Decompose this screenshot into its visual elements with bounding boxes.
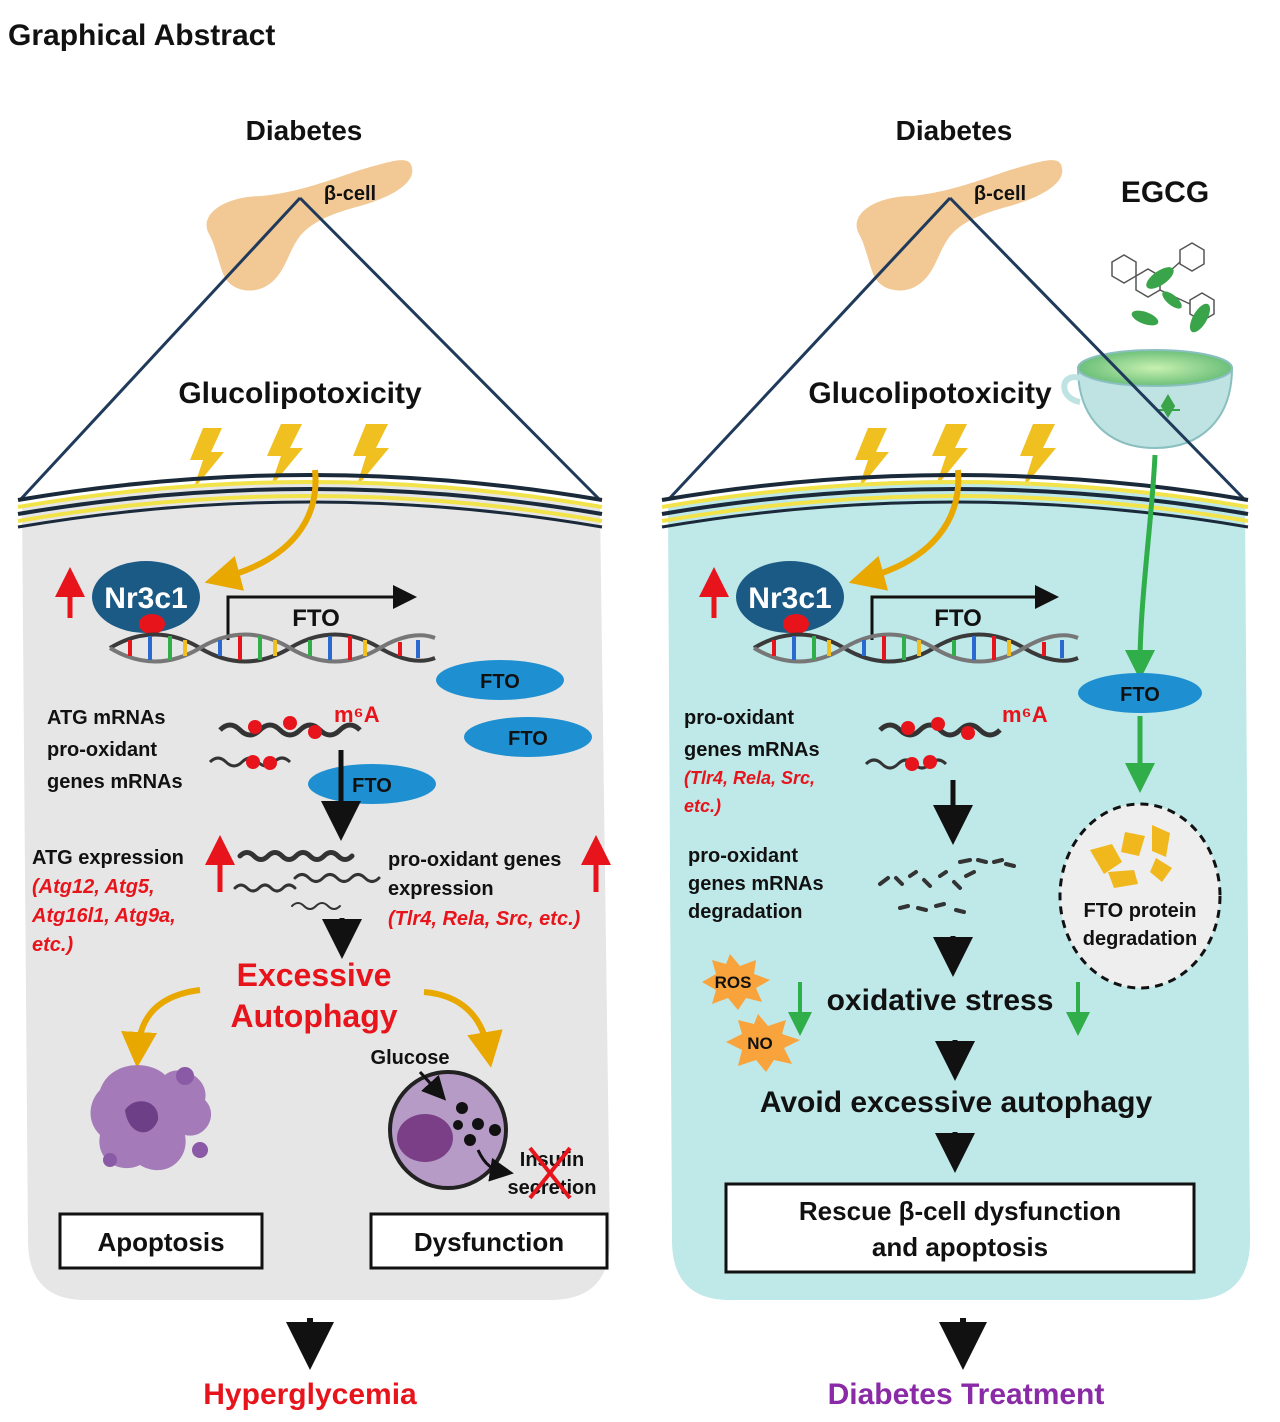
left-fto-protein-label-2: FTO [508,728,548,750]
left-panel: Diabetes β-cell Glucolipotoxicity [17,115,611,1411]
left-membrane [17,473,603,529]
left-dysfunction-box: Dysfunction [414,1227,564,1257]
left-pro-oxidant-expression-1: pro-oxidant genes [388,849,561,871]
left-lightning-icons [190,424,389,490]
left-pancreas-icon [206,160,413,291]
right-m6a-label: m⁶A [1002,702,1048,727]
right-nr3c1-label: Nr3c1 [748,582,831,615]
rescue-label-1: Rescue β-cell dysfunction [799,1196,1121,1226]
left-outcome-hyperglycemia: Hyperglycemia [203,1378,417,1411]
fto-degradation-label-2: degradation [1083,928,1197,950]
right-glucolipotoxicity-label: Glucolipotoxicity [808,377,1052,410]
right-diabetes-label: Diabetes [896,115,1013,146]
right-panel: Diabetes β-cell EGCG Glucolip [661,115,1250,1411]
right-lightning-icons [855,424,1056,490]
left-m6a-label: m⁶A [334,702,380,727]
left-fto-protein-label-1: FTO [480,671,520,693]
right-nr3c1-protein [736,561,844,633]
left-pro-oxidant-expression-2: expression [388,878,494,900]
ros-label: ROS [715,973,752,992]
tea-leaves-icon [1131,267,1211,333]
fto-degradation-label-1: FTO protein [1084,900,1197,922]
right-mrna-label-2: genes mRNAs [684,739,820,761]
left-excessive-autophagy-1: Excessive [237,957,392,993]
left-atg-expression-label: ATG expression [32,847,184,869]
left-nr3c1-protein [92,561,200,633]
left-secretion-label: secretion [508,1177,597,1199]
right-mrna-label-1: pro-oxidant [684,707,794,729]
left-atg-genes-1: (Atg12, Atg5, [32,876,155,898]
left-dysfunctional-cell-icon [388,1070,514,1190]
right-pancreas-icon [856,160,1063,291]
no-label: NO [747,1034,773,1053]
left-atg-genes-3: etc.) [32,934,73,956]
figure-title: Graphical Abstract [8,19,275,52]
right-mrna-m6a [864,717,1002,771]
degraded-mrna-fragments [878,858,1016,914]
left-mrna-label-1: ATG mRNAs [47,707,166,729]
left-fto-protein-label-3: FTO [352,775,392,797]
left-blocked-x-icon [528,1146,572,1200]
left-excessive-autophagy-2: Autophagy [230,998,397,1034]
right-dna-helix [752,632,1079,664]
left-glucolipotoxicity-label: Glucolipotoxicity [178,377,422,410]
left-apoptotic-cell-icon [90,1065,212,1171]
right-fto-protein-label: FTO [1120,684,1160,706]
left-diabetes-label: Diabetes [246,115,363,146]
fto-degradation-icon [1058,802,1222,990]
right-degradation-label-1: pro-oxidant [688,845,798,867]
left-pro-oxidant-genes: (Tlr4, Rela, Src, etc.) [388,908,581,930]
left-beta-cell-label: β-cell [324,183,376,205]
right-beta-cell-label: β-cell [974,183,1026,205]
oxidative-stress-label: oxidative stress [827,984,1054,1017]
left-mrna-label-2: pro-oxidant [47,739,157,761]
right-degradation-label-2: genes mRNAs [688,873,824,895]
left-nr3c1-label: Nr3c1 [104,582,187,615]
left-expression-mrnas [233,850,381,910]
left-apoptosis-box: Apoptosis [97,1227,224,1257]
left-glucose-label: Glucose [371,1047,450,1069]
left-mrna-m6a [208,716,362,770]
egcg-label: EGCG [1121,176,1209,209]
right-outcome-diabetes-treatment: Diabetes Treatment [828,1378,1105,1411]
left-atg-genes-2: Atg16l1, Atg9a, [31,905,176,927]
no-burst-icon [726,1014,800,1072]
right-fto-gene-label: FTO [934,605,982,632]
avoid-autophagy-label: Avoid excessive autophagy [760,1086,1153,1119]
right-mrna-genes-1: (Tlr4, Rela, Src, [684,768,815,788]
ros-burst-icon [702,954,770,1010]
left-mrna-label-3: genes mRNAs [47,771,183,793]
rescue-label-2: and apoptosis [872,1232,1048,1262]
left-dna-helix [108,632,436,664]
right-fto-protein [1078,673,1202,713]
right-mrna-genes-2: etc.) [684,796,721,816]
left-fto-gene-label: FTO [292,605,340,632]
right-degradation-label-3: degradation [688,901,802,923]
